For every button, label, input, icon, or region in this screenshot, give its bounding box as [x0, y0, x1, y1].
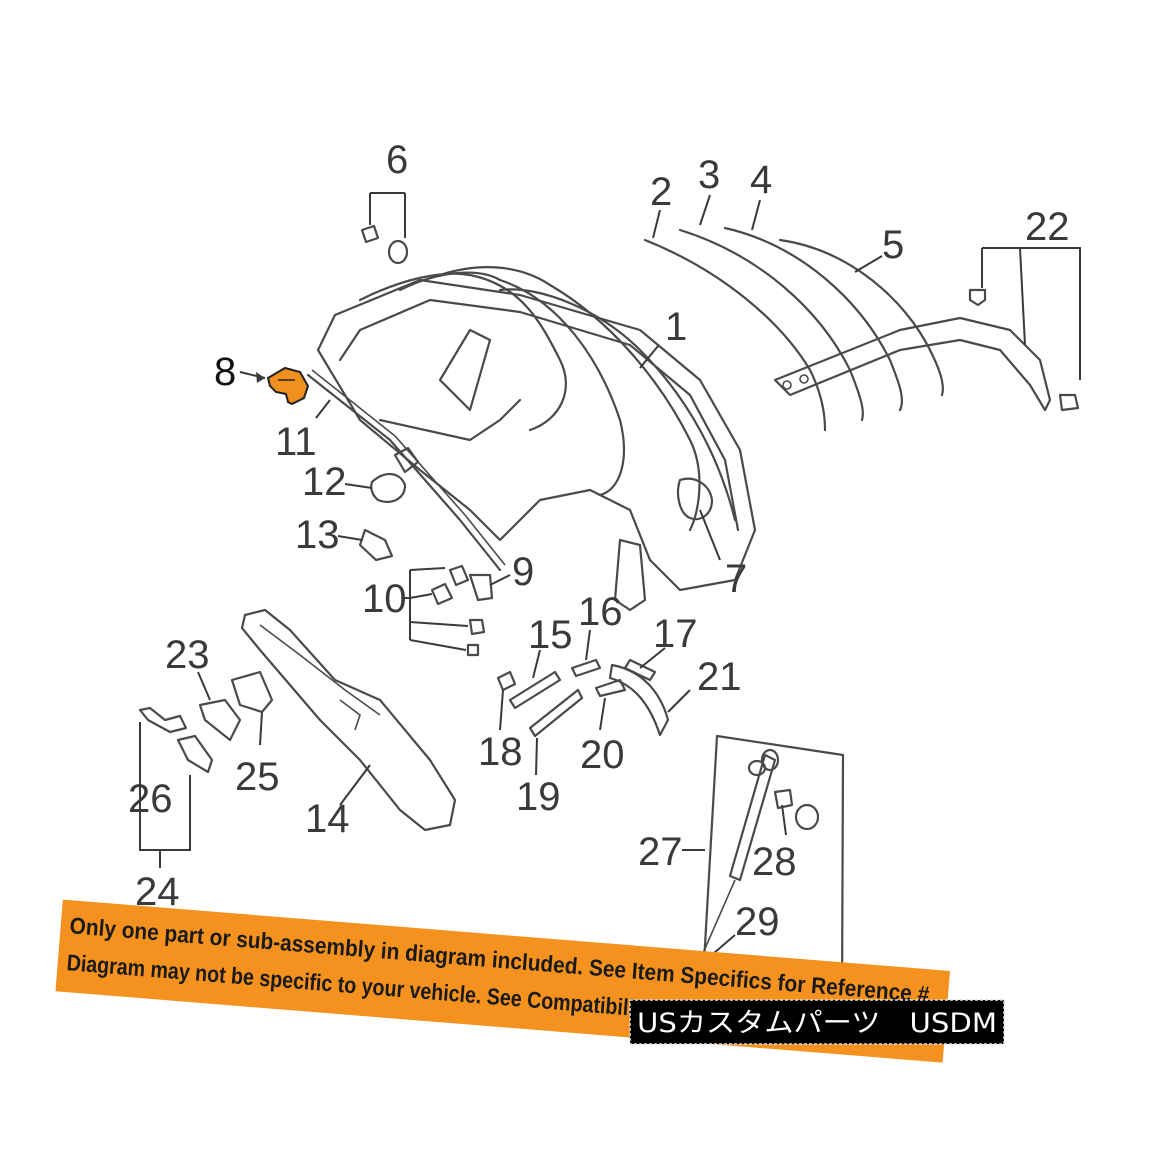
- callout-15: 15: [528, 613, 573, 657]
- callout-17: 17: [653, 612, 698, 656]
- callout-22: 22: [1025, 205, 1070, 249]
- callout-6: 6: [386, 138, 408, 182]
- callout-1: 1: [665, 305, 687, 349]
- part-22-bow: [773, 288, 1080, 412]
- parts-15-21-trims: [496, 658, 670, 738]
- part-14-header-panel: [240, 608, 457, 832]
- callout-20: 20: [580, 733, 625, 777]
- callout-7: 7: [725, 557, 747, 601]
- part-6-fasteners: [360, 224, 409, 265]
- part-1-top-frame: [316, 266, 757, 612]
- callout-19: 19: [516, 775, 561, 819]
- callout-23: 23: [165, 633, 210, 677]
- callout-10: 10: [362, 577, 407, 621]
- parts-9-10-brackets: [430, 564, 494, 657]
- callout-18: 18: [478, 730, 523, 774]
- watermark: USカスタムパーツ USDM: [629, 999, 1005, 1045]
- callout-26: 26: [128, 777, 173, 821]
- callout-21: 21: [697, 655, 742, 699]
- callout-28: 28: [752, 840, 797, 884]
- parts-12-13: [358, 446, 420, 562]
- callout-27: 27: [638, 830, 683, 874]
- parts-2-5-weatherstrips: [643, 226, 944, 432]
- callout-8: 8: [214, 350, 236, 394]
- callout-25: 25: [235, 755, 280, 799]
- callout-16: 16: [578, 590, 623, 634]
- part-8-highlighted: [266, 366, 310, 406]
- callout-5: 5: [882, 223, 904, 267]
- leader-lines: [139, 192, 1081, 989]
- callout-9: 9: [512, 550, 534, 594]
- callout-14: 14: [305, 797, 350, 841]
- callout-29: 29: [735, 900, 780, 944]
- part-11-strip: [306, 369, 506, 572]
- callout-2: 2: [650, 170, 672, 214]
- callout-4: 4: [750, 158, 772, 202]
- callout-11: 11: [275, 420, 317, 464]
- callout-12: 12: [302, 460, 347, 504]
- watermark-text: USカスタムパーツ USDM: [637, 1008, 997, 1039]
- callout-13: 13: [295, 513, 340, 557]
- parts-23-26-brackets: [138, 670, 274, 774]
- callout-3: 3: [698, 153, 720, 197]
- callout-labels: 1 2 3 4 5 6 7 8 9 10 11 12 13 14 15 16 1…: [128, 138, 1070, 999]
